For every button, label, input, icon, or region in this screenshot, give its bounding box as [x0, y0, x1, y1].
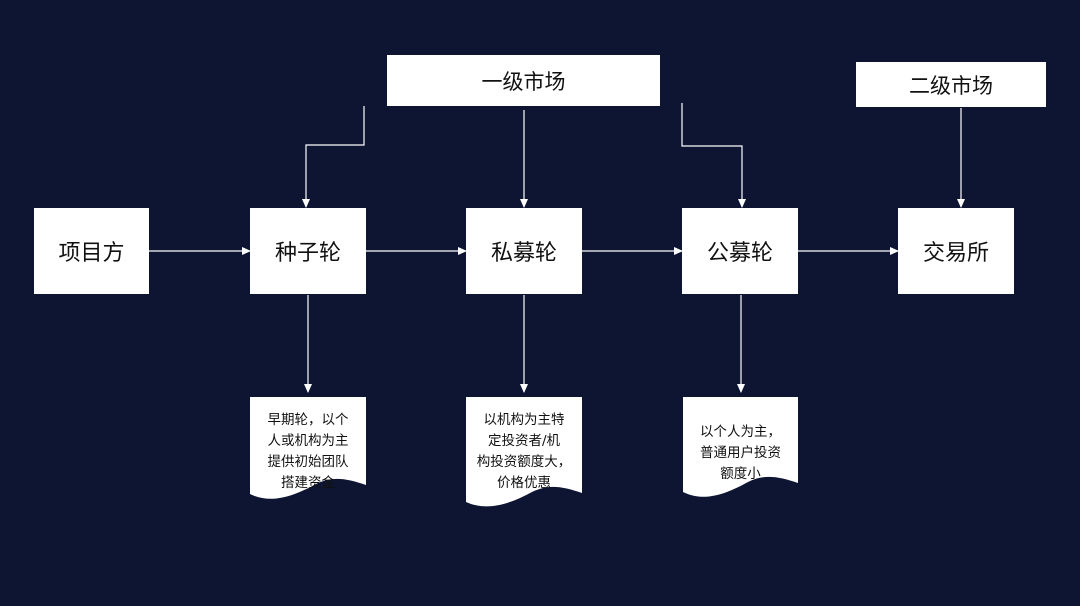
secondary-market-label: 二级市场 [909, 73, 993, 98]
note-seed-shape [250, 397, 366, 499]
private-round-note: 以机构为主特 定投资者/机 构投资额度大， 价格优惠 [476, 412, 572, 491]
primary-market-label: 一级市场 [481, 69, 566, 94]
public-round-label: 公募轮 [706, 241, 773, 266]
note-private-shape [466, 397, 582, 507]
public-round-box: 公募轮 [682, 208, 798, 294]
public-round-note: 以个人为主， 普通用户投资 额度小 [700, 424, 781, 482]
arrow-primary-to-public [681, 103, 746, 208]
exchange-box: 交易所 [898, 208, 1014, 294]
private-round-label: 私募轮 [490, 241, 557, 266]
primary-market-box: 一级市场 [387, 55, 660, 106]
note-public-shape [683, 397, 798, 497]
seed-round-label: 种子轮 [274, 241, 341, 266]
project-label: 项目方 [58, 241, 125, 266]
private-round-box: 私募轮 [466, 208, 582, 294]
seed-round-box: 种子轮 [250, 208, 366, 294]
secondary-market-box: 二级市场 [856, 62, 1046, 107]
seed-round-note: 早期轮，以个 人或机构为主 提供初始团队 搭建资金 [267, 412, 349, 491]
project-box: 项目方 [34, 208, 149, 294]
exchange-label: 交易所 [922, 241, 989, 266]
arrow-primary-to-seed [302, 106, 365, 208]
